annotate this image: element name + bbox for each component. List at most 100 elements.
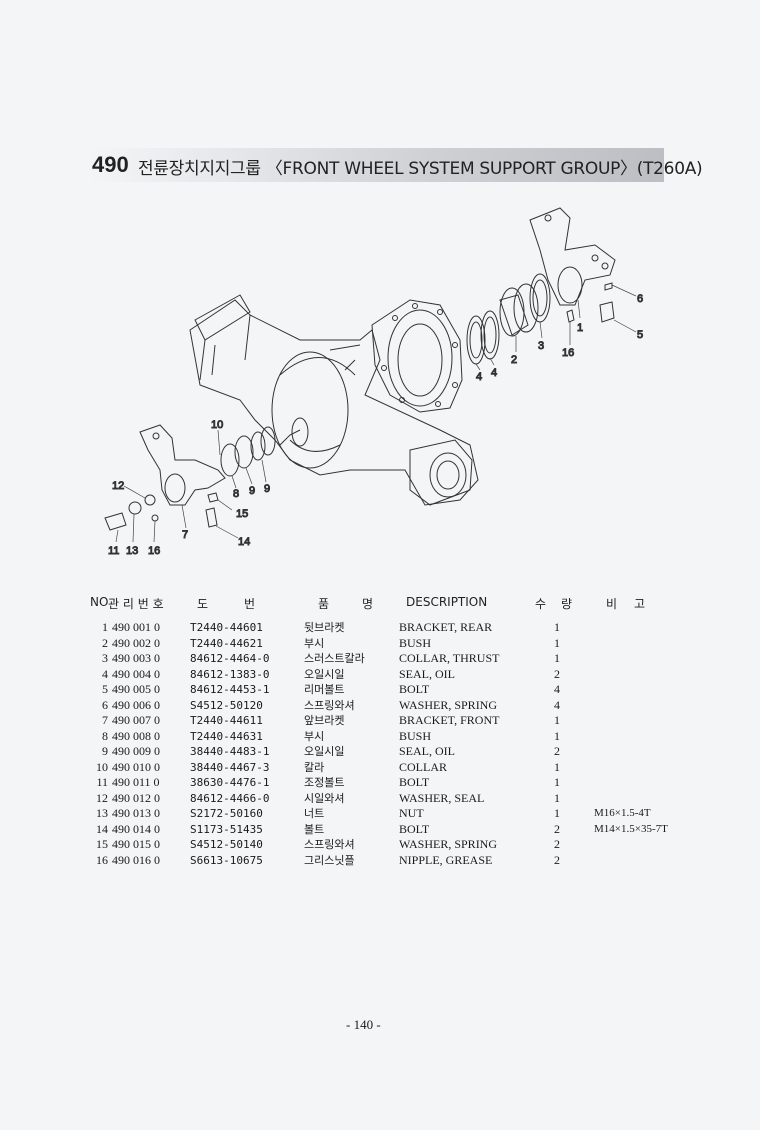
callout-15: 15 bbox=[236, 508, 248, 520]
cell-part: T2440-44601 bbox=[190, 621, 263, 634]
cell-remarks bbox=[594, 651, 674, 667]
cell-remarks bbox=[594, 682, 674, 698]
cell-no: 3 bbox=[102, 651, 108, 665]
cell-desc: SEAL, OIL bbox=[399, 666, 455, 681]
rear-bracket bbox=[529, 207, 616, 323]
cell-qty: 1 bbox=[554, 713, 560, 727]
cell-mgmt: 490 009 0 bbox=[112, 744, 160, 758]
cell-part: 38440-4483-1 bbox=[190, 745, 270, 758]
header-qty-1: 수 bbox=[535, 597, 547, 611]
cell-korean: 부시 bbox=[304, 729, 325, 743]
cell-no: 1 bbox=[102, 620, 108, 634]
cell-remarks bbox=[594, 853, 674, 869]
cell-no: 12 bbox=[96, 790, 108, 805]
cell-no: 5 bbox=[102, 682, 108, 696]
cell-no: 11 bbox=[96, 775, 108, 789]
cell-qty: 1 bbox=[554, 635, 560, 650]
cell-mgmt: 490 010 0 bbox=[112, 759, 160, 774]
cell-part: 84612-4453-1 bbox=[190, 683, 270, 696]
cell-remarks: M16×1.5-4T bbox=[594, 807, 651, 819]
cell-mgmt: 490 001 0 bbox=[112, 620, 160, 634]
header-remarks-1: 비 bbox=[606, 597, 618, 611]
cell-mgmt: 490 002 0 bbox=[112, 635, 160, 650]
cell-part: 38440-4467-3 bbox=[190, 760, 270, 774]
cell-mgmt: 490 004 0 bbox=[112, 666, 160, 681]
cell-mgmt: 490 012 0 bbox=[112, 790, 160, 805]
callout-9b: 9 bbox=[264, 483, 270, 495]
cell-part: S4512-50120 bbox=[190, 698, 263, 712]
callout-5: 5 bbox=[637, 329, 643, 341]
cell-mgmt: 490 015 0 bbox=[112, 837, 160, 851]
callout-6: 6 bbox=[637, 293, 643, 305]
cell-korean: 너트 bbox=[304, 807, 325, 820]
cell-part: S1173-51435 bbox=[190, 822, 263, 836]
cell-desc: WASHER, SEAL bbox=[399, 790, 485, 805]
cell-desc: BUSH bbox=[399, 728, 432, 743]
cell-qty: 4 bbox=[554, 682, 560, 696]
cell-desc: BRACKET, FRONT bbox=[399, 713, 500, 727]
cell-part: 38630-4476-1 bbox=[190, 776, 270, 789]
cell-desc: BOLT bbox=[399, 682, 430, 696]
group-number: 490 bbox=[92, 152, 129, 177]
cell-desc: BRACKET, REAR bbox=[399, 620, 493, 634]
cell-korean: 조정볼트 bbox=[304, 776, 345, 789]
cell-qty: 1 bbox=[554, 775, 560, 789]
page-number: - 140 - bbox=[346, 1017, 381, 1032]
cell-remarks bbox=[594, 744, 674, 760]
cell-no: 14 bbox=[96, 821, 108, 836]
cell-no: 4 bbox=[102, 666, 108, 681]
cell-desc: COLLAR bbox=[399, 759, 447, 774]
callout-3: 3 bbox=[538, 340, 544, 352]
cell-part: T2440-44621 bbox=[190, 636, 263, 650]
exploded-parts-diagram: 6 5 1 16 3 2 4 4 10 12 8 9 9 15 7 14 11 … bbox=[104, 207, 644, 558]
cell-qty: 1 bbox=[554, 790, 560, 805]
cell-qty: 1 bbox=[554, 759, 560, 774]
callout-12: 12 bbox=[112, 480, 124, 492]
header-drawing-2: 번 bbox=[244, 597, 256, 611]
cell-qty: 1 bbox=[554, 620, 560, 634]
cell-no: 16 bbox=[96, 852, 108, 867]
cell-qty: 4 bbox=[554, 697, 560, 712]
cell-qty: 2 bbox=[554, 666, 560, 681]
cell-no: 7 bbox=[102, 713, 108, 727]
callout-4a: 4 bbox=[491, 367, 497, 379]
flange-plate bbox=[371, 299, 463, 413]
cell-desc: NUT bbox=[399, 806, 424, 820]
cell-korean: 시일와셔 bbox=[304, 791, 345, 805]
header-description: DESCRIPTION bbox=[406, 595, 488, 609]
cell-qty: 1 bbox=[554, 728, 560, 743]
cell-part: T2440-44611 bbox=[190, 714, 263, 727]
cell-korean: 뒷브라켓 bbox=[304, 621, 345, 634]
cell-korean: 스프링와셔 bbox=[304, 698, 355, 712]
cell-no: 6 bbox=[102, 697, 108, 712]
callout-11: 11 bbox=[108, 545, 119, 557]
cell-mgmt: 490 007 0 bbox=[112, 713, 160, 727]
cell-no: 10 bbox=[96, 759, 108, 774]
cell-part: S4512-50140 bbox=[190, 838, 263, 851]
cell-mgmt: 490 006 0 bbox=[112, 697, 160, 712]
cell-no: 9 bbox=[102, 744, 108, 758]
cell-korean: 리머볼트 bbox=[304, 683, 345, 696]
callout-8: 8 bbox=[233, 488, 239, 500]
callout-2: 2 bbox=[511, 354, 517, 366]
table-row: 12 490 012 0 84612-4466-0 시일와셔 WASHER, SEAL 1 bbox=[90, 791, 674, 807]
cell-korean: 오일시일 bbox=[304, 745, 345, 758]
cell-part: 84612-4464-0 bbox=[190, 652, 270, 665]
cell-remarks bbox=[594, 775, 674, 791]
callout-16b: 16 bbox=[148, 545, 160, 557]
cell-desc: SEAL, OIL bbox=[399, 744, 455, 758]
cell-korean: 스러스트칼라 bbox=[304, 652, 365, 665]
cell-part: 84612-4466-0 bbox=[190, 791, 270, 805]
cell-remarks: M14×1.5×35-7T bbox=[594, 822, 668, 835]
callout-16: 16 bbox=[562, 347, 574, 359]
header-name-1: 품 bbox=[318, 597, 330, 611]
